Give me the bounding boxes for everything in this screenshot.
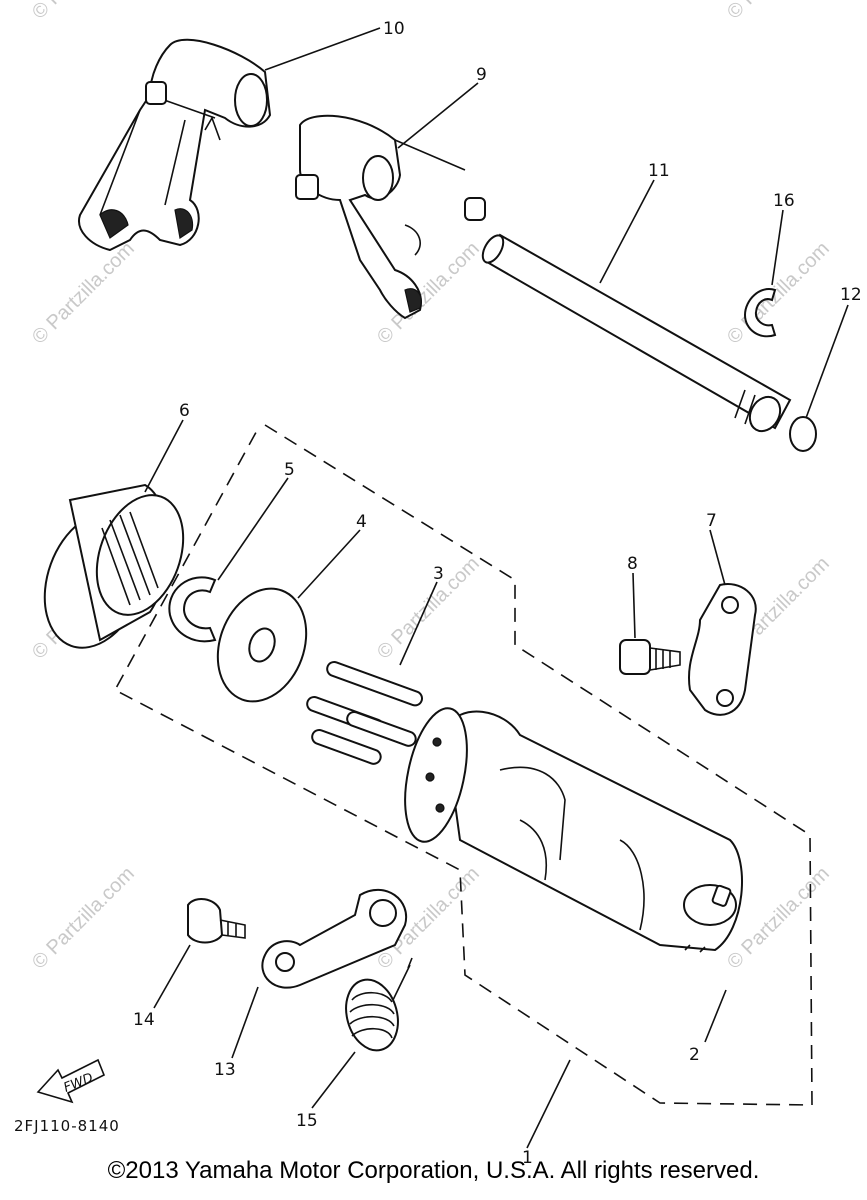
callout-13: 13 — [214, 1060, 236, 1080]
callout-numbers: 10 9 11 16 12 6 5 4 3 7 8 2 14 13 15 1 — [133, 19, 862, 1168]
callout-5: 5 — [284, 460, 295, 480]
part-11-shift-fork-shaft[interactable] — [479, 232, 792, 437]
watermark: © Partzilla.com — [28, 0, 139, 24]
part-13-stopper-lever[interactable] — [261, 888, 408, 989]
watermark: © Partzilla.com — [723, 0, 834, 24]
part-9-shift-fork[interactable] — [295, 114, 486, 320]
callout-14: 14 — [133, 1010, 155, 1030]
leader-lines — [144, 27, 849, 1149]
part-16-circlip[interactable] — [743, 288, 777, 338]
assembly-boundary — [113, 424, 813, 1106]
part-7-plate[interactable] — [688, 583, 757, 716]
watermark: © Partzilla.com — [28, 863, 139, 974]
part-15-spring[interactable] — [339, 957, 413, 1056]
callout-12: 12 — [840, 285, 862, 305]
fwd-label: FWD — [62, 1071, 96, 1096]
part-12-o-ring[interactable] — [789, 416, 817, 452]
callout-2: 2 — [689, 1045, 700, 1065]
callout-9: 9 — [476, 65, 487, 85]
callout-11: 11 — [648, 161, 670, 181]
part-2-pin[interactable] — [711, 884, 732, 907]
watermark: © Partzilla.com — [28, 238, 139, 349]
part-10-shift-fork[interactable] — [78, 38, 272, 252]
diagram-code: 2FJ110-8140 — [14, 1117, 120, 1135]
callout-3: 3 — [433, 564, 444, 584]
copyright-notice: ©2013 Yamaha Motor Corporation, U.S.A. A… — [107, 1157, 760, 1184]
part-1-shift-drum[interactable] — [394, 703, 743, 953]
callout-8: 8 — [627, 554, 638, 574]
watermark: © Partzilla.com — [373, 553, 484, 664]
callout-16: 16 — [773, 191, 795, 211]
callout-15: 15 — [296, 1111, 318, 1131]
part-8-bolt[interactable] — [619, 639, 681, 675]
fwd-arrow-icon: FWD — [36, 1058, 106, 1104]
callout-6: 6 — [179, 401, 190, 421]
part-4-washer[interactable] — [203, 576, 322, 714]
part-5-circlip[interactable] — [168, 576, 217, 643]
part-3-pins[interactable] — [305, 660, 424, 766]
callout-4: 4 — [356, 512, 367, 532]
watermark: © Partzilla.com — [723, 238, 834, 349]
callout-7: 7 — [706, 511, 717, 531]
part-14-bolt[interactable] — [187, 898, 246, 944]
callout-10: 10 — [383, 19, 405, 39]
callout-1: 1 — [522, 1148, 533, 1168]
part-6-bearing[interactable] — [27, 483, 199, 662]
